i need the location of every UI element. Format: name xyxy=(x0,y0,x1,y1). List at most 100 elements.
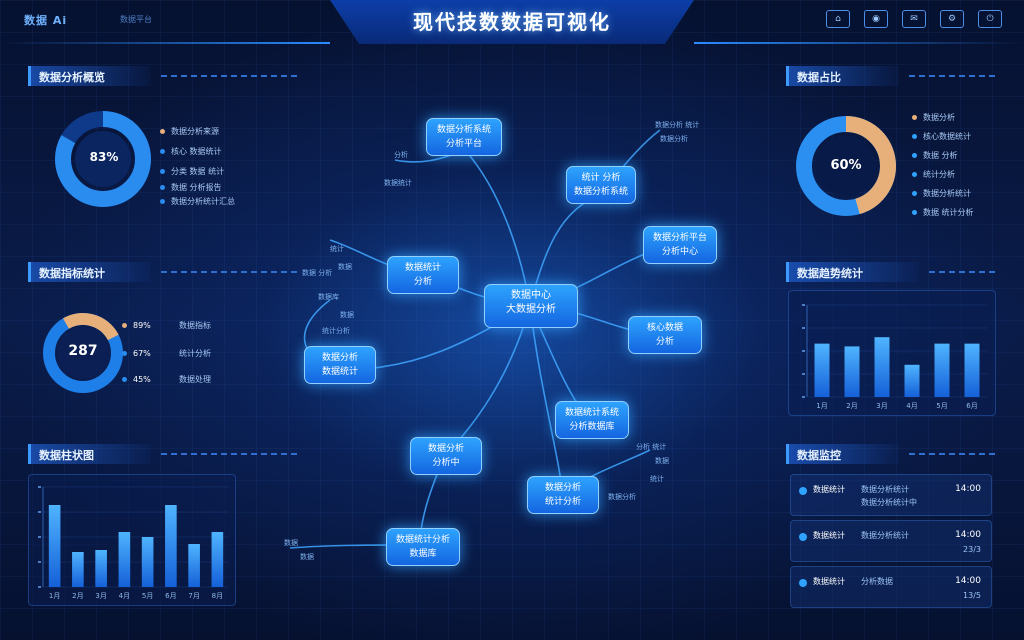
left-panel1-header: 数据分析概览 xyxy=(28,66,301,86)
bar[interactable] xyxy=(211,532,224,587)
monitor-item[interactable]: 数据统计 数据分析统计 14:00 23/3 xyxy=(790,520,992,562)
tick-mark xyxy=(38,561,41,563)
legend-dot xyxy=(912,134,917,139)
right-donut-value: 60% xyxy=(830,158,862,173)
mindmap-node-8[interactable]: 数据分析分析中 xyxy=(410,437,482,475)
mindmap-node-1[interactable]: 数据分析系统分析平台 xyxy=(426,118,502,156)
stat-label: 统计分析 xyxy=(179,349,211,358)
right-panel3-header: 数据监控 xyxy=(786,444,999,464)
monitor-item[interactable]: 数据统计 分析数据 14:00 13/5 xyxy=(790,566,992,608)
legend-item: 数据 统计分析 xyxy=(912,207,974,218)
bar[interactable] xyxy=(814,343,830,397)
legend-dot xyxy=(912,153,917,158)
mindmap-node-5[interactable]: 核心数据分析 xyxy=(628,316,702,354)
node-line1: 数据分析 xyxy=(544,483,581,493)
legend-dot xyxy=(912,115,917,120)
node-line2: 数据库 xyxy=(409,549,437,559)
legend-dot xyxy=(160,149,165,154)
legend-dot xyxy=(912,210,917,215)
bar[interactable] xyxy=(118,532,131,587)
right-panel1-header: 数据占比 xyxy=(786,66,999,86)
x-tick-label: 5月 xyxy=(936,402,947,410)
bar[interactable] xyxy=(874,337,890,397)
monitor-item[interactable]: 数据统计 数据分析统计 数据分析统计中 14:00 xyxy=(790,474,992,516)
bar[interactable] xyxy=(964,343,980,397)
left-donut-chart xyxy=(55,111,151,207)
hub-node[interactable]: 数据中心 大数据分析 xyxy=(484,284,578,328)
leaf-label: 数据 xyxy=(300,553,314,561)
header-stripe xyxy=(161,453,301,455)
node-line2: 分析 xyxy=(655,337,674,347)
mindmap-node-10[interactable]: 数据统计分析数据库 xyxy=(386,528,460,566)
mindmap-node-9[interactable]: 数据分析统计分析 xyxy=(527,476,599,514)
bar[interactable] xyxy=(141,537,154,587)
user-icon[interactable]: ◉ xyxy=(864,10,888,28)
ring-hole xyxy=(57,327,109,379)
logo: 数据 Ai xyxy=(24,14,68,27)
legend-item: 分类 数据 统计 xyxy=(160,166,224,177)
bar[interactable] xyxy=(95,550,107,587)
monitor-desc: 数据分析统计 xyxy=(861,485,909,494)
mindmap-node-2[interactable]: 统计 分析数据分析系统 xyxy=(566,166,636,204)
node-line1: 数据分析平台 xyxy=(652,233,707,243)
right-panel3-title: 数据监控 xyxy=(797,449,841,462)
legend-dot xyxy=(160,169,165,174)
settings-icon[interactable]: ⚙ xyxy=(940,10,964,28)
left-panel1-title: 数据分析概览 xyxy=(39,71,105,84)
monitor-time: 14:00 xyxy=(955,530,981,540)
monitor-name: 数据统计 xyxy=(813,531,845,540)
left-panel2-title: 数据指标统计 xyxy=(39,267,105,280)
tick-mark xyxy=(802,350,805,352)
right-panel2-title: 数据趋势统计 xyxy=(797,267,863,280)
leaf-label: 数据统计 xyxy=(384,179,412,187)
node-line1: 数据分析系统 xyxy=(436,125,491,135)
right-panel1-title: 数据占比 xyxy=(797,71,841,84)
mindmap-node-6[interactable]: 数据分析数据统计 xyxy=(304,346,376,384)
status-dot xyxy=(799,487,807,495)
x-tick-label: 6月 xyxy=(966,402,977,410)
legend-item: 数据 分析 xyxy=(912,150,958,161)
stat-row: 45%数据处理 xyxy=(122,374,211,385)
bar[interactable] xyxy=(48,505,61,587)
bar[interactable] xyxy=(165,505,177,587)
home-icon[interactable]: ⌂ xyxy=(826,10,850,28)
header-stripe xyxy=(161,271,301,273)
tick-mark xyxy=(38,586,41,588)
tick-mark xyxy=(38,511,41,513)
mindmap-node-7[interactable]: 数据统计系统分析数据库 xyxy=(555,401,629,439)
left-panel3-header: 数据柱状图 xyxy=(28,444,301,464)
status-dot xyxy=(799,579,807,587)
exit-icon[interactable]: ⏻ xyxy=(978,10,1002,28)
donut-hole xyxy=(816,136,876,196)
bar[interactable] xyxy=(934,343,950,397)
bar[interactable] xyxy=(844,346,860,397)
stat-row: 89%数据指标 xyxy=(122,320,211,331)
legend-item: 数据分析来源 xyxy=(160,126,219,137)
bar[interactable] xyxy=(188,544,200,587)
node-line1: 统计 分析 xyxy=(581,173,621,183)
left-panel3-title: 数据柱状图 xyxy=(39,449,94,462)
leaf-label: 数据 xyxy=(340,311,354,319)
legend-label: 数据分析来源 xyxy=(171,127,219,136)
x-tick-label: 3月 xyxy=(95,592,106,600)
x-tick-label: 4月 xyxy=(119,592,130,600)
mindmap-node-3[interactable]: 数据分析平台分析中心 xyxy=(643,226,717,264)
header-stripe xyxy=(161,75,301,77)
mindmap-node-4[interactable]: 数据统计分析 xyxy=(387,256,459,294)
stat-row: 67%统计分析 xyxy=(122,348,211,359)
status-dot xyxy=(799,533,807,541)
x-tick-label: 2月 xyxy=(72,592,83,600)
x-tick-label: 6月 xyxy=(165,592,176,600)
legend-dot xyxy=(122,351,127,356)
monitor-time: 14:00 xyxy=(955,484,981,494)
legend-label: 数据分析统计 xyxy=(923,189,971,198)
node-line2: 分析中心 xyxy=(661,247,698,257)
connector xyxy=(464,149,531,306)
bar[interactable] xyxy=(72,552,84,587)
left-donut-value: 83% xyxy=(89,150,119,164)
message-icon[interactable]: ✉ xyxy=(902,10,926,28)
bar[interactable] xyxy=(904,364,920,397)
legend-label: 核心数据统计 xyxy=(923,132,971,141)
